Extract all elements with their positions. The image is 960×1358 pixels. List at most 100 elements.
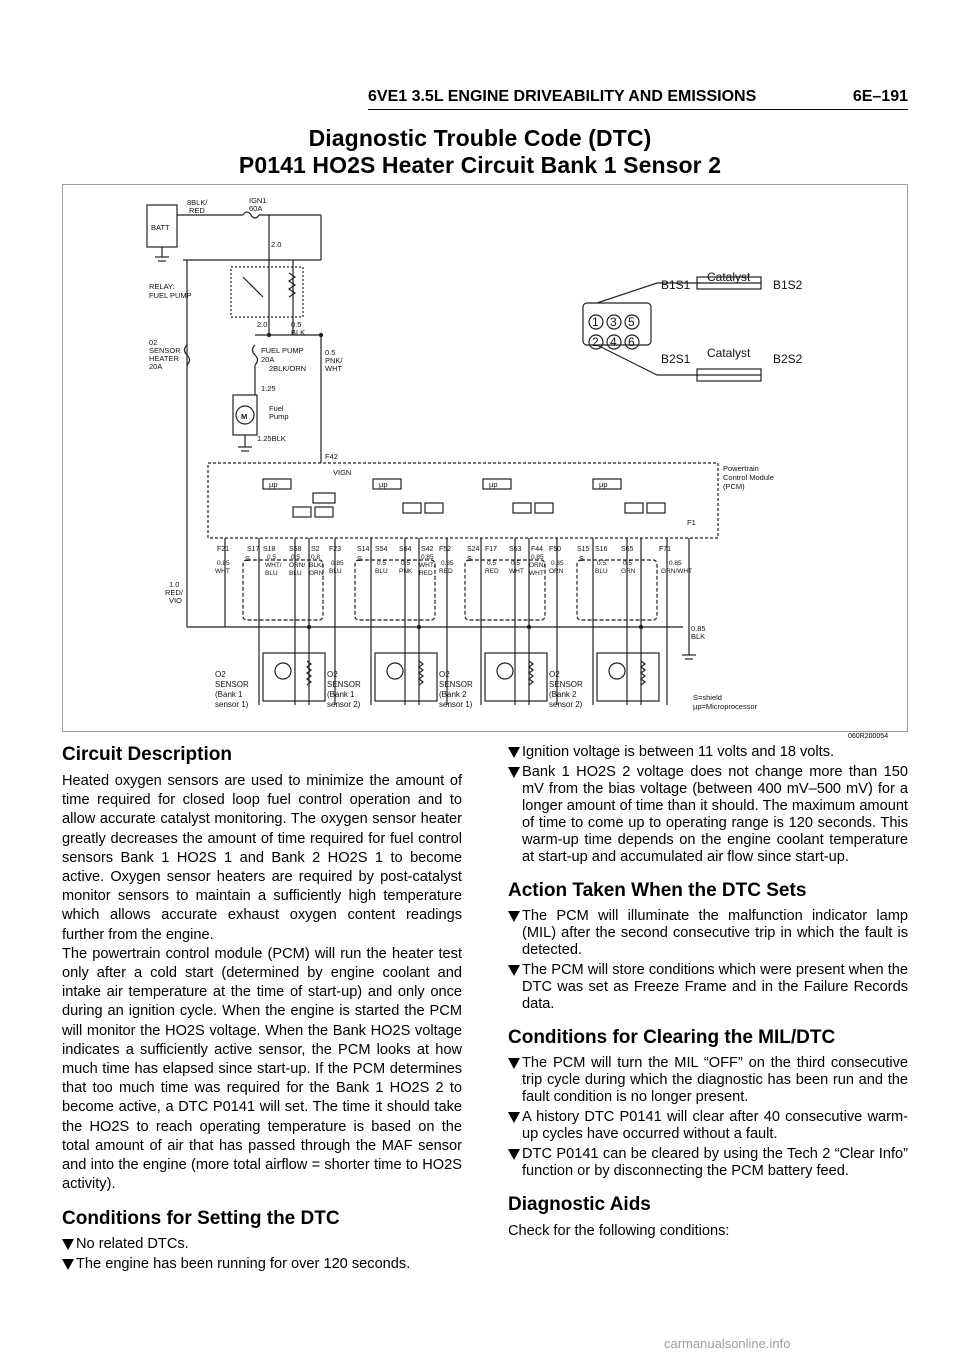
color-red-1: RED bbox=[439, 568, 453, 575]
batt-wire-label: 8BLK/ bbox=[187, 198, 208, 207]
page-header: 6VE1 3.5L ENGINE DRIVEABILITY AND EMISSI… bbox=[368, 88, 908, 110]
catalyst-label-1: Catalyst bbox=[707, 270, 751, 284]
shield-s-3: S bbox=[467, 554, 472, 563]
fuel-pump-fuse-rating: 20A bbox=[261, 355, 274, 364]
pin-s16: S16 bbox=[595, 546, 608, 553]
color-b-4: WHT bbox=[529, 570, 544, 577]
sensor-2-l3: (Bank 1 bbox=[327, 690, 355, 699]
pcm-label3: (PCM) bbox=[723, 482, 745, 491]
setting-item: The engine has been running for over 120… bbox=[62, 1256, 462, 1273]
sensor-3-l4: sensor 1) bbox=[439, 700, 473, 709]
setting-item: No related DTCs. bbox=[62, 1236, 462, 1253]
pin-s18: S18 bbox=[263, 546, 276, 553]
gauge-9: 0.5 bbox=[487, 560, 496, 567]
gauge-14: 0.5 bbox=[623, 560, 632, 567]
pin-s14: S14 bbox=[357, 546, 370, 553]
o2-heater-label4: 20A bbox=[149, 362, 162, 371]
header-rule bbox=[368, 109, 908, 110]
relay-label2: FUEL PUMP bbox=[149, 291, 192, 300]
pin-s65: S65 bbox=[621, 546, 634, 553]
sensor-3-l2: SENSOR bbox=[439, 680, 473, 689]
gauge-10: 0.5 bbox=[511, 560, 520, 567]
vign-label: VIGN bbox=[333, 468, 351, 477]
up-label-3: µp bbox=[489, 480, 498, 489]
color-pnk: PNK bbox=[399, 568, 413, 575]
gauge-8: 0.85 bbox=[441, 560, 454, 567]
header-page-number: 6E–191 bbox=[852, 88, 908, 105]
color-blk-slash: BLK/ bbox=[309, 562, 323, 569]
o2-heater-label3: HEATER bbox=[149, 354, 179, 363]
gauge-12: 0.85 bbox=[551, 560, 564, 567]
gauge-15: 0.85 bbox=[669, 560, 682, 567]
wire-pnk1: 0.5 bbox=[325, 348, 335, 357]
cyl-4: 4 bbox=[610, 335, 617, 349]
fuel-pump-fuse-label: FUEL PUMP bbox=[261, 346, 304, 355]
wire-pnk2: PNK/ bbox=[325, 356, 343, 365]
pin-f71: F71 bbox=[659, 546, 671, 553]
sensor-1-l1: O2 bbox=[215, 670, 226, 679]
action-item: The PCM will store conditions which were… bbox=[508, 962, 908, 1013]
wire-1-25: 1.25 bbox=[261, 384, 276, 393]
bullet-triangle-icon bbox=[508, 747, 520, 758]
up-label-1: µp bbox=[269, 480, 278, 489]
pin-s63: S63 bbox=[509, 546, 522, 553]
wire-pnk3: WHT bbox=[325, 364, 342, 373]
pin-f50: F50 bbox=[549, 546, 561, 553]
fuel-pump-label2: Pump bbox=[269, 412, 289, 421]
red-vio-1: 1.0 bbox=[169, 580, 179, 589]
pin-f21: F21 bbox=[217, 546, 229, 553]
blk-085-a: 0.85 bbox=[691, 624, 706, 633]
wire-2-0-b: 2.0 bbox=[257, 320, 267, 329]
wire-0-5: 0.5 bbox=[291, 320, 301, 329]
wire-blk: BLK bbox=[291, 328, 305, 337]
pin-s58: S58 bbox=[289, 546, 302, 553]
cyl-6: 6 bbox=[628, 335, 635, 349]
clearing-item: The PCM will turn the MIL “OFF” on the t… bbox=[508, 1055, 908, 1106]
shield-s-1: S bbox=[245, 554, 250, 563]
gauge-3: 0.8 bbox=[311, 554, 320, 561]
conditions-clearing-heading: Conditions for Clearing the MIL/DTC bbox=[508, 1027, 836, 1048]
gauge-11: 0.85 bbox=[531, 554, 544, 561]
pcm-label2: Control Module bbox=[723, 473, 774, 482]
color-blu-1: BLU bbox=[329, 568, 342, 575]
pin-f17: F17 bbox=[485, 546, 497, 553]
gauge-2: 0.5 bbox=[291, 554, 300, 561]
relay-label: RELAY: bbox=[149, 282, 175, 291]
pin-f23: F23 bbox=[329, 546, 341, 553]
circuit-description-heading: Circuit Description bbox=[62, 744, 232, 765]
wiring-diagram: BATT 8BLK/ RED IGN1 60A 2.0 2.0 0.5 BLK … bbox=[62, 184, 908, 732]
fuel-pump-label1: Fuel bbox=[269, 404, 284, 413]
red-vio-3: VIO bbox=[169, 596, 182, 605]
f1-label: F1 bbox=[687, 518, 696, 527]
b1s2-label: B1S2 bbox=[773, 278, 803, 292]
color-blu-3: BLU bbox=[595, 568, 608, 575]
pin-s42: S42 bbox=[421, 546, 434, 553]
sensor-1-l2: SENSOR bbox=[215, 680, 249, 689]
sensor-1-l3: (Bank 1 bbox=[215, 690, 243, 699]
sensor-1-l4: sensor 1) bbox=[215, 700, 249, 709]
sensor-4-l2: SENSOR bbox=[549, 680, 583, 689]
o2-heater-label2: SENSOR bbox=[149, 346, 181, 355]
sensor-2-l1: O2 bbox=[327, 670, 338, 679]
color-wht-slash: WHT/ bbox=[265, 562, 282, 569]
sensor-4-l3: (Bank 2 bbox=[549, 690, 577, 699]
ign-fuse-rating: 60A bbox=[249, 204, 262, 213]
sensor-3-l1: O2 bbox=[439, 670, 450, 679]
up-label-2: µp bbox=[379, 480, 388, 489]
motor-label: M bbox=[241, 412, 247, 421]
bullet-triangle-icon bbox=[62, 1259, 74, 1271]
figure-code: 060R200054 bbox=[848, 733, 889, 740]
setting-item: Bank 1 HO2S 2 voltage does not change mo… bbox=[508, 764, 908, 866]
color-b-0: BLU bbox=[265, 570, 278, 577]
micro-note: µp=Microprocessor bbox=[693, 702, 758, 711]
pin-s64: S64 bbox=[399, 546, 412, 553]
sensor-2-l4: sensor 2) bbox=[327, 700, 361, 709]
pin-f52: F52 bbox=[439, 546, 451, 553]
ign-fuse-label: IGN1 bbox=[249, 196, 267, 205]
gauge-7: 0.85 bbox=[421, 554, 434, 561]
color-blu-2: BLU bbox=[375, 568, 388, 575]
pin-s2: S2 bbox=[311, 546, 320, 553]
cyl-1: 1 bbox=[592, 315, 599, 329]
sensor-4-l1: O2 bbox=[549, 670, 560, 679]
diagnostic-aids-text: Check for the following conditions: bbox=[508, 1223, 730, 1239]
